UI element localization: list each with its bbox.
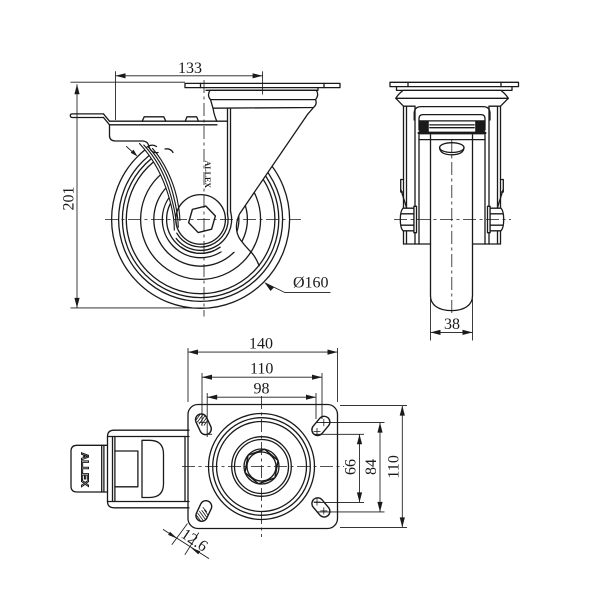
svg-text:140: 140 — [249, 336, 273, 353]
svg-text:38: 38 — [444, 316, 460, 333]
svg-text:ALLEX: ALLEX — [79, 453, 91, 487]
svg-text:133: 133 — [178, 60, 202, 77]
svg-text:98: 98 — [254, 381, 270, 398]
svg-text:110: 110 — [386, 455, 403, 478]
svg-text:66: 66 — [343, 459, 360, 475]
svg-text:201: 201 — [61, 187, 78, 211]
svg-text:84: 84 — [363, 459, 380, 475]
svg-text:110: 110 — [250, 361, 273, 378]
svg-text:ALLEX: ALLEX — [203, 161, 212, 189]
svg-text:Ø160: Ø160 — [293, 275, 329, 292]
